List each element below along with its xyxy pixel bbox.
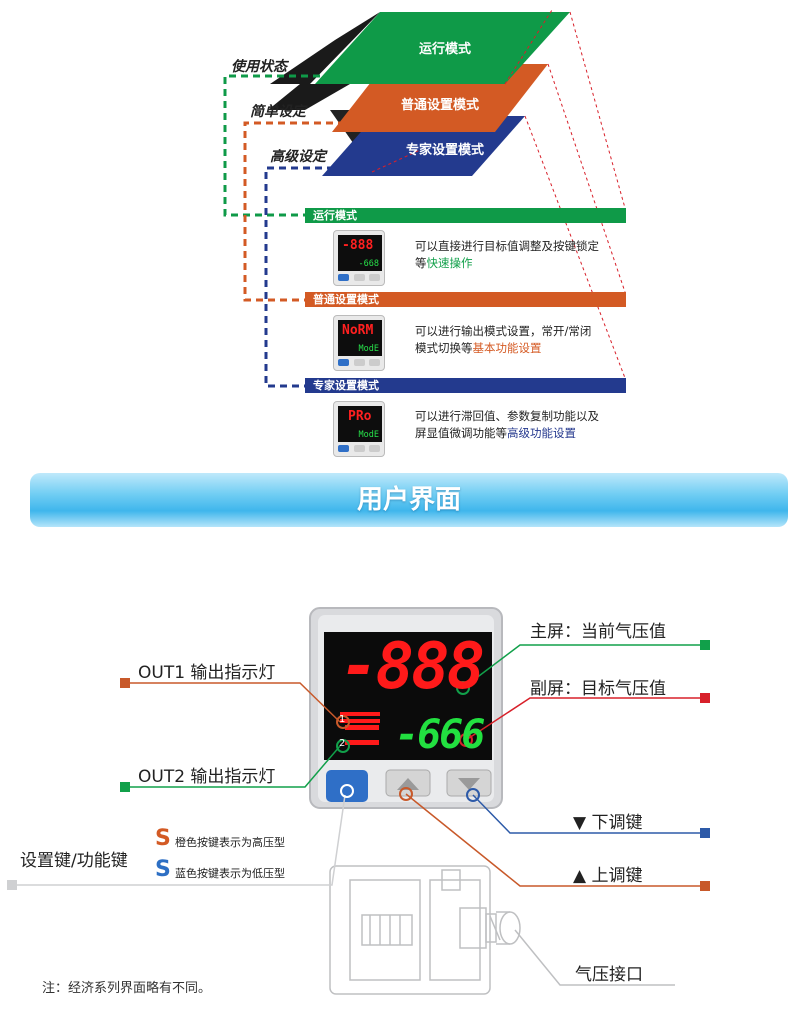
banner-title: 用户界面 (356, 485, 461, 515)
pressure-switch-device (309, 607, 503, 809)
mini-device-normal: NoRM ModE (333, 315, 385, 371)
s-orange-letter: S (155, 826, 171, 851)
mini-down-button (369, 274, 380, 281)
mini-down-button (369, 445, 380, 452)
mode-desc-line: 等 (415, 256, 427, 270)
main-display-value: -888 (340, 630, 485, 704)
callout-out2: OUT2 输出指示灯 (138, 767, 276, 787)
footnote: 注：经济系列界面略有不同。 (42, 981, 212, 996)
mini-screen-top: -888 (342, 238, 374, 253)
plate-normal-label: 普通设置模式 (400, 98, 479, 113)
plate-expert-label: 专家设置模式 (405, 143, 484, 158)
mode-desc-line: 可以进行输出模式设置，常开/常闭 (415, 324, 592, 338)
mode-bar-expert: 专家设置模式 (305, 378, 626, 393)
mode-desc-run: 可以直接进行目标值调整及按键锁定 等快速操作 (415, 238, 635, 272)
mode-highlight: 基本功能设置 (472, 341, 542, 355)
mode-desc-line: 屏显值微调功能等 (415, 426, 507, 440)
callout-leaders (7, 640, 710, 986)
mini-device-run: -888 -668 (333, 230, 385, 286)
mini-screen-bottom: -668 (358, 259, 379, 269)
level-simple-label: 简单设定 (250, 104, 306, 120)
mini-up-button (354, 359, 365, 366)
mini-set-button (338, 359, 349, 366)
s-blue-letter: S (155, 857, 171, 882)
callout-down-key: ▼ 下调键 (573, 813, 643, 833)
mini-screen-bottom: ModE (358, 344, 379, 354)
mini-set-button (338, 445, 349, 452)
mini-screen-top: NoRM (342, 323, 374, 338)
mode-highlight: 快速操作 (426, 256, 473, 270)
mode-desc-line: 可以进行滞回值、参数复制功能以及 (415, 409, 599, 423)
callout-port: 气压接口 (575, 965, 643, 985)
callout-main-screen: 主屏：当前气压值 (530, 622, 666, 642)
mini-screen-bottom: ModE (358, 430, 379, 440)
mini-up-button (354, 274, 365, 281)
led1-label: 1 (339, 714, 346, 725)
level-usage-label: 使用状态 (231, 59, 287, 75)
section-banner: 用户界面 (30, 473, 788, 527)
mini-set-button (338, 274, 349, 281)
mode-bar-run: 运行模式 (305, 208, 626, 223)
plate-run-label: 运行模式 (418, 42, 471, 57)
mini-screen: PRo ModE (338, 406, 382, 442)
led2-label: 2 (339, 738, 346, 749)
mode-bar-normal: 普通设置模式 (305, 292, 626, 307)
mode-highlight: 高级功能设置 (507, 426, 576, 440)
plate-stack (268, 9, 626, 379)
mode-desc-expert: 可以进行滞回值、参数复制功能以及 屏显值微调功能等高级功能设置 (415, 408, 635, 442)
device-outline-sketch (329, 865, 521, 995)
callout-up-key: ▲ 上调键 (573, 866, 643, 886)
s-blue-note: 蓝色按键表示为低压型 (175, 867, 285, 880)
mini-down-button (369, 359, 380, 366)
mode-desc-normal: 可以进行输出模式设置，常开/常闭 模式切换等基本功能设置 (415, 323, 635, 357)
plate-run (315, 12, 570, 84)
mode-desc-line: 模式切换等 (415, 341, 473, 355)
s-orange-note: 橙色按键表示为高压型 (175, 836, 285, 849)
callout-sub-screen: 副屏：目标气压值 (530, 679, 666, 699)
mini-screen: NoRM ModE (338, 320, 382, 356)
level-connectors (223, 74, 370, 388)
mode-desc-line: 可以直接进行目标值调整及按键锁定 (415, 239, 599, 253)
mini-device-expert: PRo ModE (333, 401, 385, 457)
mini-screen-top: PRo (348, 409, 372, 424)
mini-screen: -888 -668 (338, 235, 382, 271)
sub-display-value: -666 (395, 712, 485, 758)
mini-up-button (354, 445, 365, 452)
callout-set-key: 设置键/功能键 (20, 851, 128, 871)
level-advanced-label: 高级设定 (270, 149, 326, 165)
callout-out1: OUT1 输出指示灯 (138, 663, 276, 683)
